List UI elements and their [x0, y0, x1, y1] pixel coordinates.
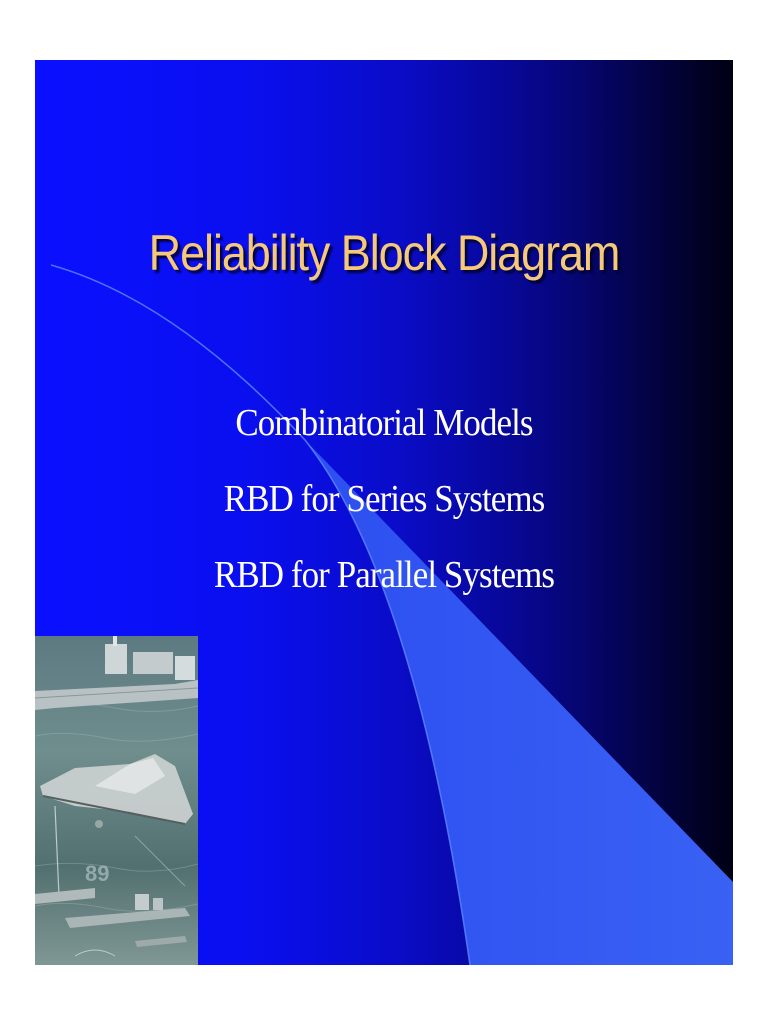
bullet-list: Combinatorial Models RBD for Series Syst…: [35, 400, 733, 628]
swoosh-arc: [50, 264, 471, 965]
bullet-item: RBD for Series Systems: [223, 478, 546, 520]
slide-background-decoration: [50, 264, 733, 965]
light-wedge: [305, 440, 733, 965]
naval-ships-photo: 89: [35, 636, 198, 965]
bullet-item: Combinatorial Models: [235, 402, 533, 444]
hull-number: 89: [85, 861, 109, 886]
slide-title: Reliability Block Diagram: [148, 225, 621, 281]
slide: Reliability Block Diagram Combinatorial …: [35, 60, 733, 965]
ship-bottom: [35, 888, 190, 957]
bullet-item: RBD for Parallel Systems: [213, 554, 555, 596]
ship-stealth: [40, 754, 193, 828]
ship-top: [35, 636, 198, 710]
